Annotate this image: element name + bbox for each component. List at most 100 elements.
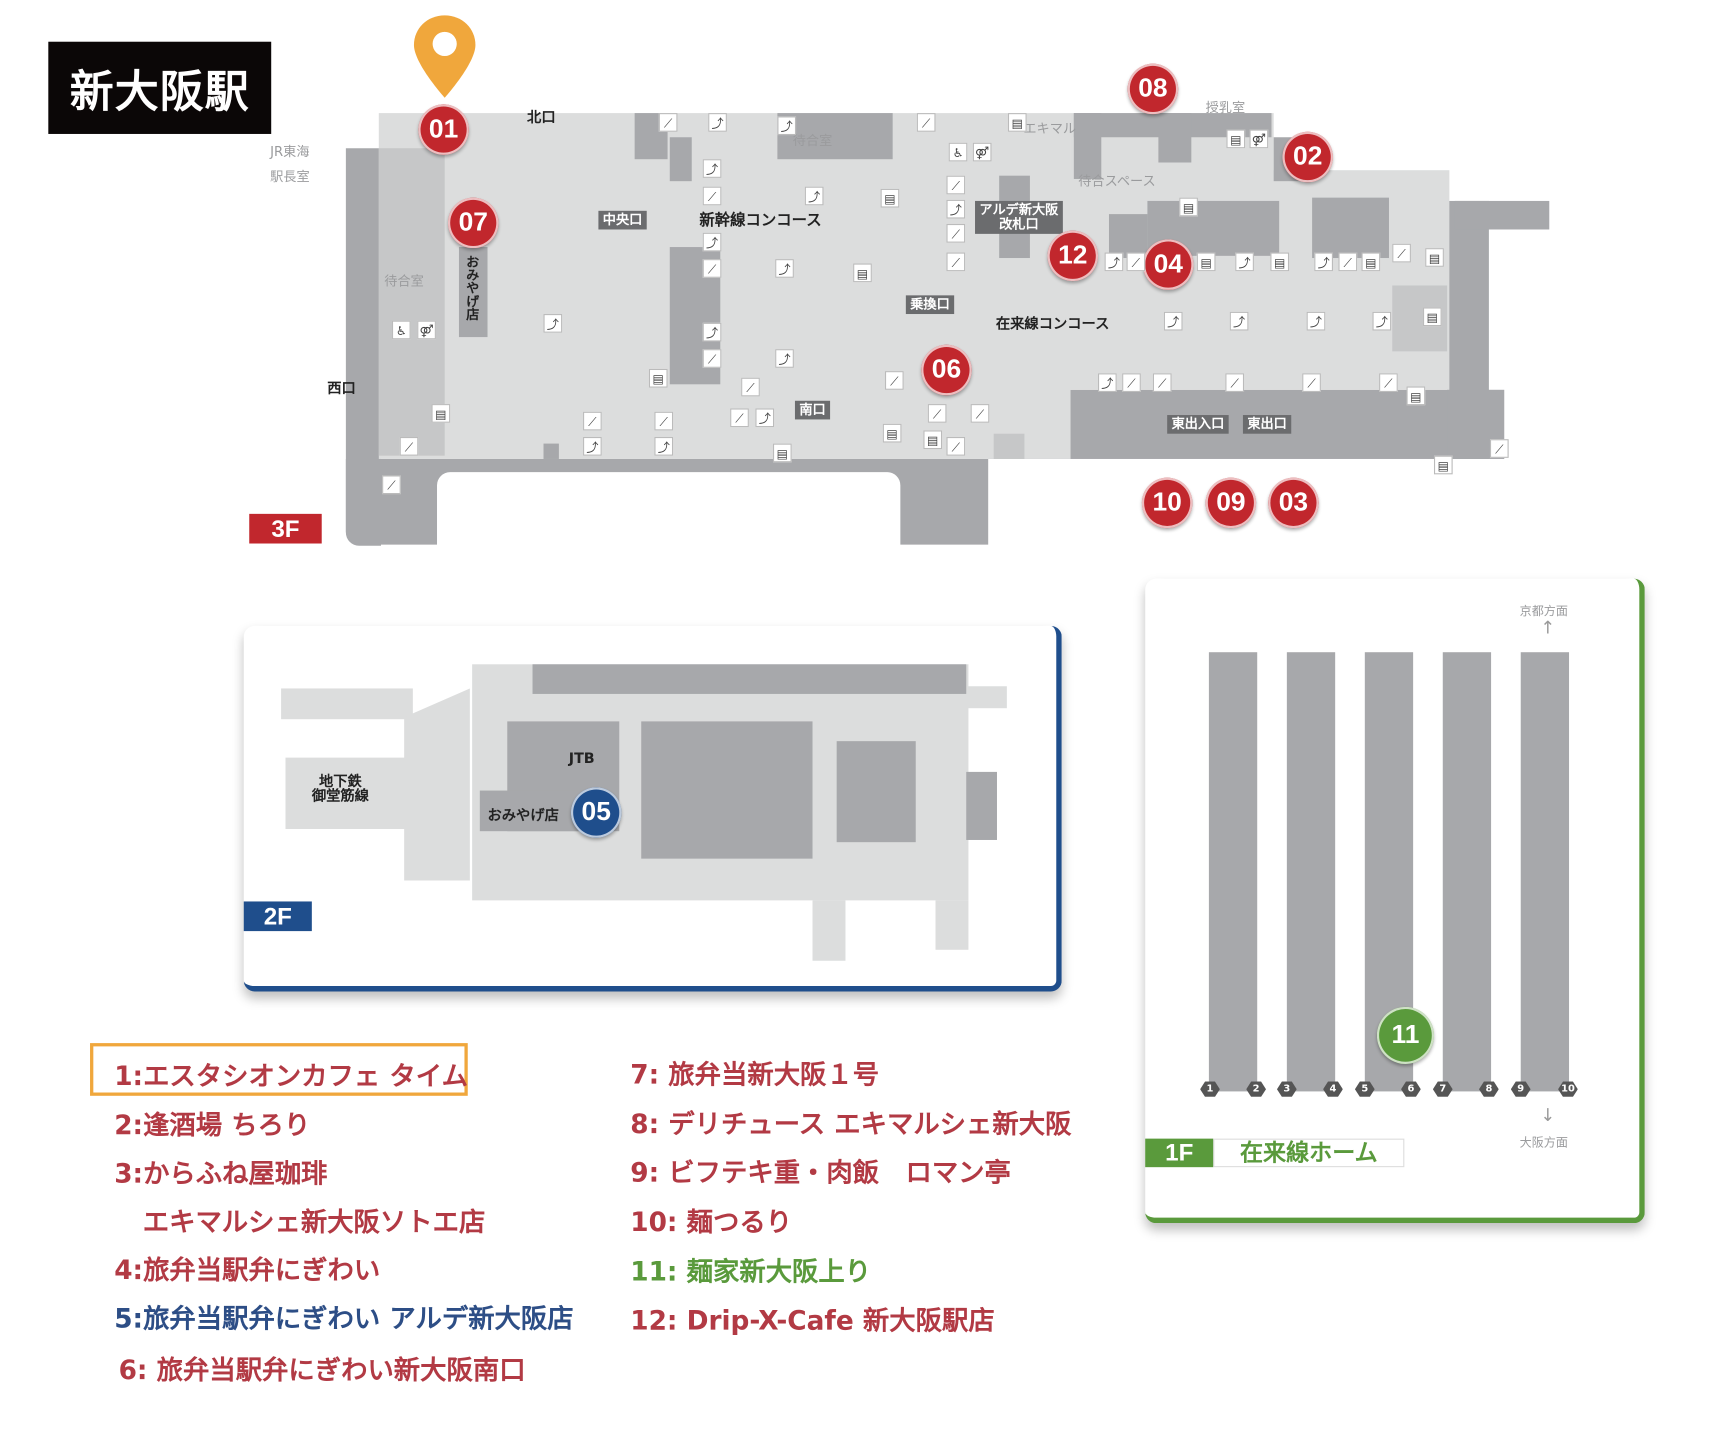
stairs-icon: ⟋ — [730, 408, 749, 428]
stairs-icon: ⟋ — [946, 175, 966, 195]
escalator-icon: ⤴ — [755, 408, 775, 428]
shop-pin[interactable]: 04 — [1143, 239, 1194, 290]
north-exit-label: 北口 — [527, 109, 556, 127]
east-entrance-label: 東出入口 — [1167, 415, 1229, 434]
escalator-icon: ⤴ — [946, 199, 966, 219]
stairs-icon: ⟋ — [1379, 373, 1398, 392]
track-number: 7 — [1432, 1081, 1453, 1097]
east-exit-label: 東出口 — [1242, 415, 1292, 434]
stairs-icon: ⟋ — [1152, 373, 1172, 392]
elevator-icon: ▤ — [880, 188, 900, 208]
legend-item[interactable]: 4:旅弁当駅弁にぎわい — [114, 1255, 381, 1286]
legend-item[interactable]: 9: ビフテキ重・肉飯 ロマン亭 — [630, 1157, 1011, 1189]
floor-3f-map: 北口 西口 JR東海 駅長室 待合室 待合室 中央口 新幹線コンコース おみやげ… — [0, 0, 1559, 549]
stairs-icon: ⟋ — [946, 223, 966, 243]
escalator-icon: ⤴ — [583, 437, 602, 456]
legend-item[interactable]: 8: デリチュース エキマルシェ新大阪 — [630, 1108, 1072, 1140]
track-number: 1 — [1200, 1081, 1220, 1097]
shop-pin[interactable]: 03 — [1268, 477, 1319, 529]
station-title: 新大阪駅 — [48, 41, 272, 134]
elevator-icon: ▤ — [1196, 252, 1216, 272]
escalator-icon: ⤴ — [1163, 311, 1183, 331]
stairs-icon: ⟋ — [1126, 252, 1146, 272]
elevator-icon: ▤ — [882, 423, 902, 443]
track-number: 3 — [1276, 1081, 1297, 1097]
stairs-icon: ⟋ — [1302, 373, 1321, 392]
escalator-icon: ⤴ — [702, 159, 722, 178]
elevator-icon: ▤ — [923, 430, 943, 450]
escalator-icon: ⤴ — [654, 437, 674, 456]
arrow-up-icon: ↑ — [1540, 617, 1556, 638]
restroom-icon: ⚤ — [1249, 129, 1269, 149]
floor-3f-tag: 3F — [249, 513, 322, 544]
elevator-icon: ▤ — [1226, 129, 1246, 149]
shop-pin[interactable]: 12 — [1047, 230, 1098, 282]
nursing-room-label: 授乳室 — [1205, 99, 1246, 116]
stairs-icon: ⟋ — [927, 404, 947, 423]
legend-item[interactable]: 5:旅弁当駅弁にぎわい アルデ新大阪店 — [114, 1303, 574, 1335]
legend-item[interactable]: 10: 麺つるり — [630, 1206, 793, 1238]
to-kyoto-label: 京都方面 — [1519, 603, 1568, 619]
shop-pin[interactable]: 02 — [1282, 131, 1333, 183]
stairs-icon: ⟋ — [1489, 439, 1509, 458]
zairai-concourse-label: 在来線コンコース — [995, 316, 1110, 333]
track-number: 6 — [1401, 1081, 1421, 1097]
shop-pin[interactable]: 10 — [1141, 477, 1193, 529]
escalator-icon: ⤴ — [1372, 311, 1392, 331]
escalator-icon: ⤴ — [543, 314, 563, 333]
legend-item[interactable]: 6: 旅弁当駅弁にぎわい新大阪南口 — [118, 1354, 526, 1386]
stairs-icon: ⟋ — [884, 371, 904, 390]
stairs-icon: ⟋ — [658, 113, 678, 132]
track-number: 10 — [1558, 1081, 1578, 1097]
alde-gate-label: アルデ新大阪 改札口 — [975, 200, 1063, 235]
legend-item[interactable]: 12: Drip-X-Cafe 新大阪駅店 — [630, 1305, 995, 1337]
shop-pin[interactable]: 05 — [570, 787, 622, 838]
legend-item[interactable]: 7: 旅弁当新大阪１号 — [630, 1059, 880, 1091]
shop-pin[interactable]: 09 — [1205, 477, 1257, 529]
elevator-icon: ▤ — [1179, 197, 1198, 217]
stairs-icon: ⟋ — [654, 411, 674, 431]
legend-item[interactable]: 2:逢酒場 ちろり — [114, 1110, 311, 1141]
escalator-icon: ⤴ — [1306, 311, 1326, 331]
elevator-icon: ▤ — [1433, 455, 1453, 475]
stairs-icon: ⟋ — [1122, 373, 1141, 392]
stairs-icon: ⟋ — [382, 475, 401, 495]
floor-2f-tag: 2F — [243, 901, 312, 932]
track-number: 5 — [1354, 1081, 1375, 1097]
escalator-icon: ⤴ — [1314, 252, 1333, 272]
shop-pin[interactable]: 07 — [447, 197, 499, 249]
elevator-icon: ▤ — [1270, 252, 1290, 272]
legend-item[interactable]: 11: 麺家新大阪上り — [630, 1256, 872, 1287]
escalator-icon: ⤴ — [708, 113, 727, 132]
stairs-icon: ⟋ — [702, 186, 722, 206]
stairs-icon: ⟋ — [946, 437, 966, 456]
ekimaru-label: エキマル — [1023, 120, 1077, 137]
stairs-icon: ⟋ — [583, 411, 602, 431]
elevator-icon: ▤ — [853, 263, 872, 283]
escalator-icon: ⤴ — [1104, 252, 1124, 272]
legend-item[interactable]: 1:エスタシオンカフェ タイム — [114, 1060, 468, 1092]
escalator-icon: ⤴ — [777, 116, 797, 136]
stairs-icon: ⟋ — [916, 113, 936, 132]
elevator-icon: ▤ — [1361, 252, 1381, 272]
escalator-icon: ⤴ — [775, 349, 794, 368]
legend-item[interactable]: 3:からふね屋珈琲 — [114, 1158, 328, 1190]
stairs-icon: ⟋ — [399, 437, 419, 456]
subway-label: 地下鉄 御堂筋線 — [311, 774, 369, 805]
stairs-icon: ⟋ — [1392, 243, 1411, 263]
shop-pin[interactable]: 01 — [418, 104, 469, 155]
elevator-icon: ▤ — [772, 443, 792, 463]
shop-pin[interactable]: 11 — [1376, 1006, 1434, 1064]
stairs-icon: ⟋ — [946, 252, 966, 272]
jtb-label: JTB — [568, 751, 595, 768]
wheelchair-icon: ♿ — [948, 142, 968, 162]
shop-pin[interactable]: 06 — [921, 344, 972, 396]
shop-pin[interactable]: 08 — [1127, 63, 1179, 115]
legend-item[interactable]: エキマルシェ新大阪ソトエ店 — [142, 1206, 486, 1238]
stairs-icon: ⟋ — [1225, 373, 1245, 392]
escalator-icon: ⤴ — [775, 259, 794, 278]
south-exit-label: 南口 — [794, 400, 831, 420]
legend-highlight — [90, 1043, 468, 1096]
stairs-icon: ⟋ — [1338, 252, 1358, 272]
escalator-icon: ⤴ — [1229, 311, 1249, 331]
